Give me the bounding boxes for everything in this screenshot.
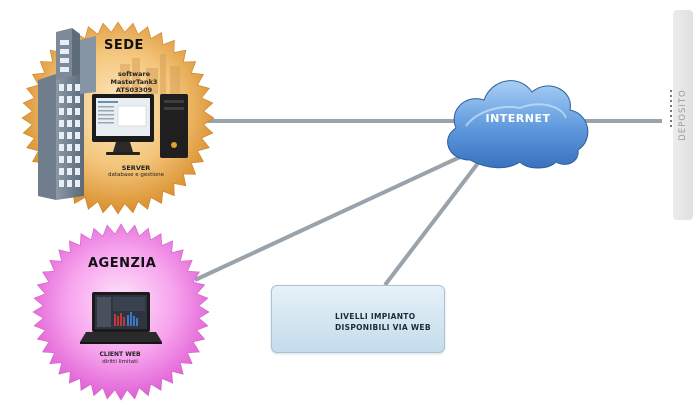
connector-dot: [670, 105, 672, 107]
web-levels-line2: DISPONIBILI VIA WEB: [335, 323, 431, 332]
connector-dot: [670, 95, 672, 97]
connector-dot: [670, 125, 672, 127]
monitor-icon: [92, 94, 154, 155]
connector-dot: [670, 110, 672, 112]
internet-label: INTERNET: [485, 112, 551, 125]
line-agenzia-internet: [194, 142, 489, 282]
server-subtitle: database e gestione: [107, 172, 165, 178]
agenzia-badge: [32, 223, 210, 401]
agenzia-title: AGENZIA: [88, 256, 157, 271]
web-levels-line1: LIVELLI IMPIANTO: [335, 312, 416, 321]
client-web-title: CLIENT WEB: [99, 351, 141, 358]
building-icon: [38, 28, 96, 200]
connector-dot: [670, 100, 672, 102]
laptop-icon: [80, 292, 162, 344]
cloud-icon: [447, 80, 589, 169]
connector-dot: [670, 90, 672, 92]
deposito-label: DEPOSITO: [678, 89, 688, 141]
connector-lines: [194, 119, 662, 287]
sede-title: SEDE: [104, 38, 144, 53]
connector-dot: [670, 120, 672, 122]
sede-badge: [21, 21, 215, 215]
web-levels-box: [271, 285, 445, 353]
line-web-internet: [383, 148, 490, 287]
web-levels-text: LIVELLI IMPIANTO DISPONIBILI VIA WEB: [335, 311, 445, 333]
software-label: software MasterTank3 ATS03309: [110, 70, 158, 94]
deposito-panel: [673, 10, 693, 220]
client-web-subtitle: diritti limitati: [102, 359, 138, 365]
connector-dot: [670, 115, 672, 117]
skyline-icon: [120, 54, 180, 94]
server-title: SERVER: [121, 164, 151, 172]
server-tower-icon: [160, 94, 188, 158]
